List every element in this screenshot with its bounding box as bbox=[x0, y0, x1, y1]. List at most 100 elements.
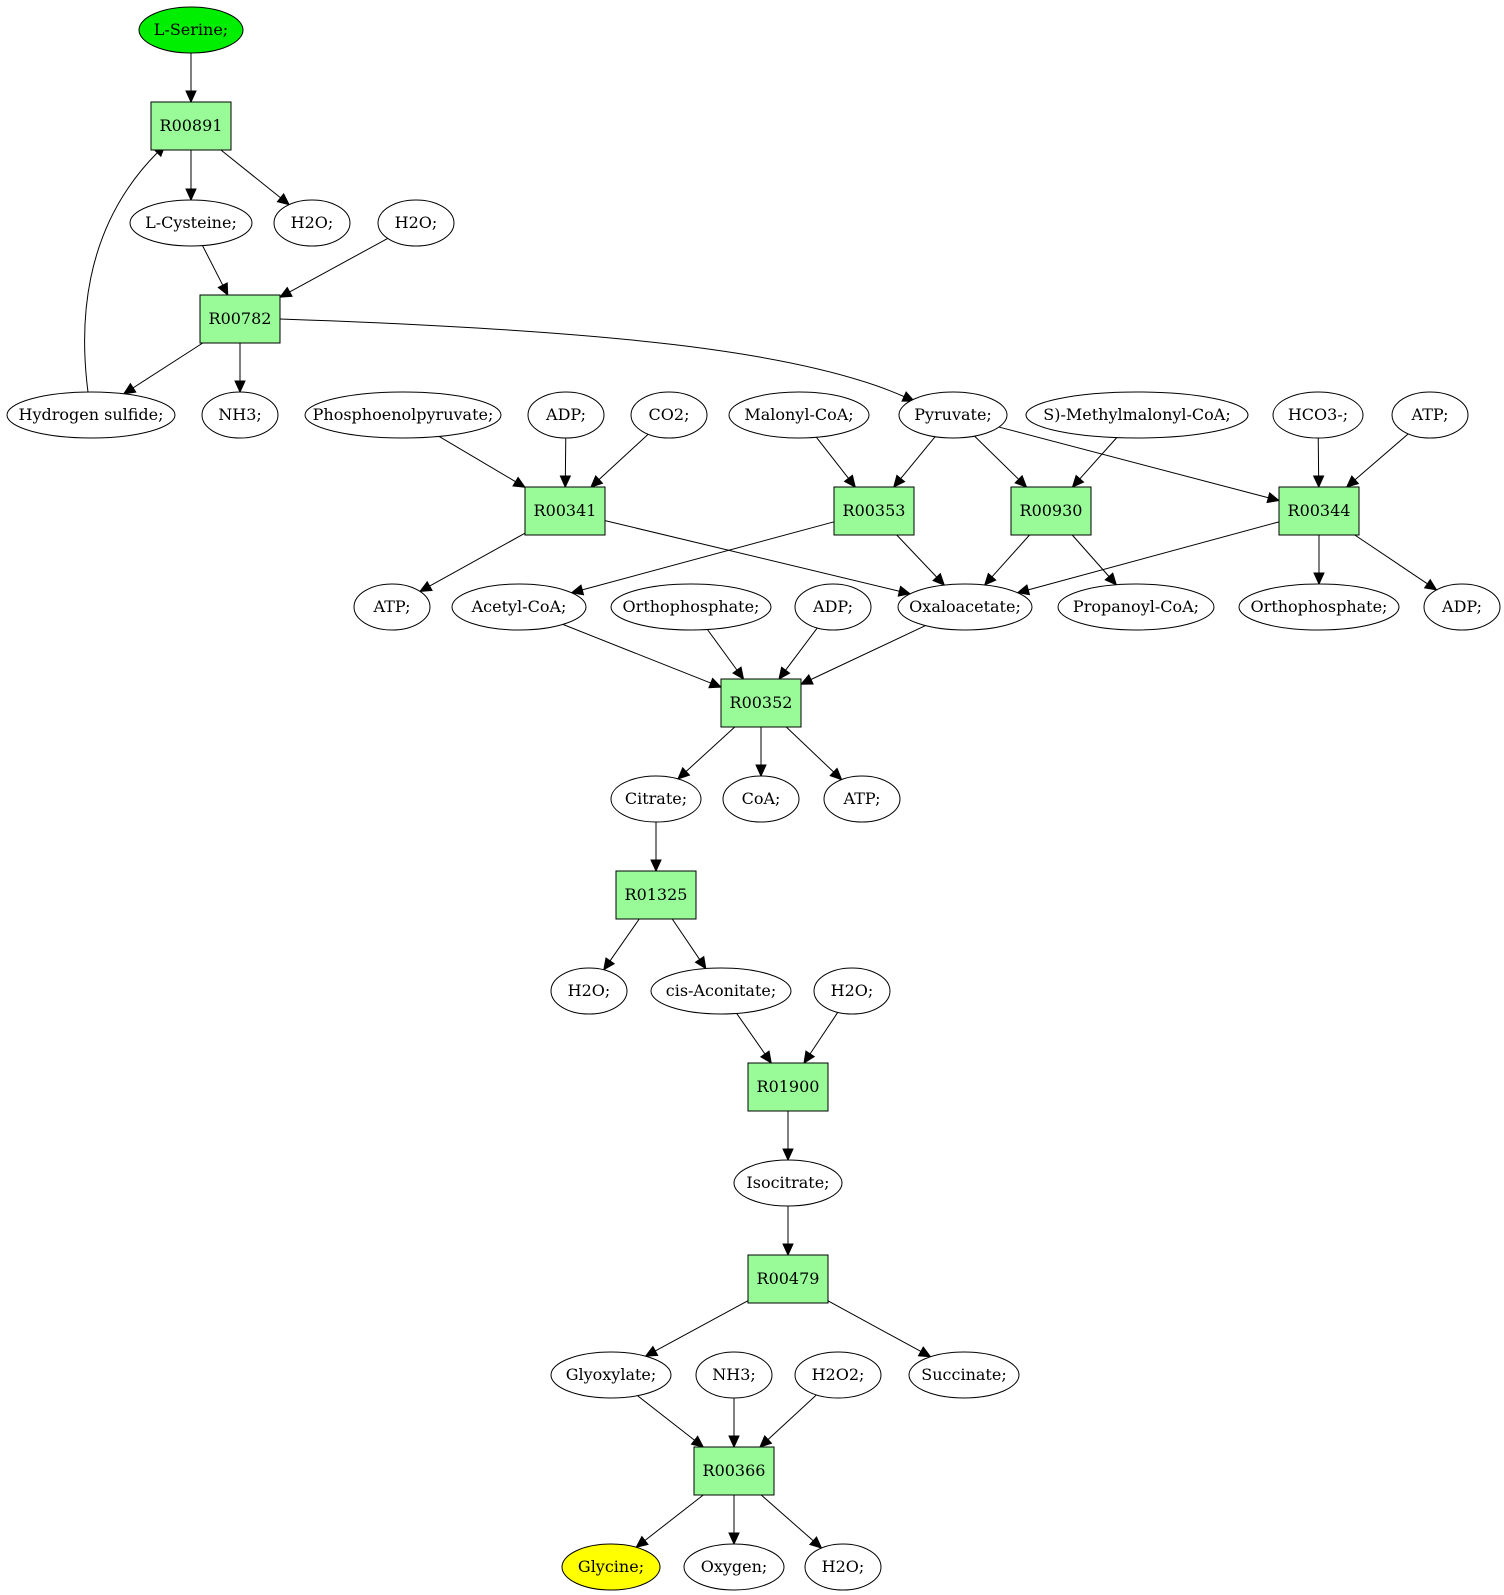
compound-ellipse bbox=[138, 6, 244, 54]
edge-r00341-to-oxaloacetate bbox=[604, 520, 912, 597]
reaction-node-r00891: R00891 bbox=[150, 101, 232, 151]
compound-ellipse bbox=[610, 775, 702, 823]
reaction-box bbox=[833, 486, 915, 536]
edge-r00782-to-nh3_1 bbox=[234, 343, 246, 394]
compound-node-pyruvate: Pyruvate; bbox=[898, 391, 1008, 439]
node-label: H2O; bbox=[568, 981, 611, 1000]
compound-node-h2o_3: H2O; bbox=[550, 967, 628, 1015]
edge-r00782-to-pyruvate bbox=[279, 318, 916, 402]
edge-r00352-to-atp_3 bbox=[785, 726, 843, 781]
edge-r00891-to-cysteine bbox=[185, 150, 197, 202]
edge-r00344-to-ortho_2 bbox=[1313, 535, 1325, 586]
reaction-node-r00479: R00479 bbox=[747, 1254, 829, 1304]
reaction-box bbox=[693, 1446, 775, 1496]
node-label: ADP; bbox=[1441, 597, 1482, 616]
compound-node-co2: CO2; bbox=[630, 391, 708, 439]
edge-cysteine-to-r00782 bbox=[202, 245, 229, 297]
node-label: R00341 bbox=[534, 501, 597, 520]
edge-r00353-to-acetylcoa bbox=[570, 521, 835, 596]
compound-ellipse bbox=[610, 583, 772, 631]
edge-r00930-to-propanoyl bbox=[1071, 534, 1118, 586]
edge-adp_2-to-r00352 bbox=[778, 627, 818, 680]
reaction-box bbox=[747, 1062, 829, 1112]
compound-ellipse bbox=[630, 391, 708, 439]
compound-node-h2o_2: H2O; bbox=[377, 199, 455, 247]
edge-r00344-to-oxaloacetate bbox=[1016, 521, 1280, 596]
compound-ellipse bbox=[823, 775, 901, 823]
edge-r00353-to-oxaloacetate bbox=[896, 534, 946, 587]
edge-r00366-to-h2o_5 bbox=[760, 1494, 823, 1549]
edge-adp_1-to-r00341 bbox=[559, 437, 572, 489]
node-label: R00891 bbox=[160, 116, 223, 135]
node-label: R00352 bbox=[730, 693, 793, 712]
reaction-box bbox=[150, 101, 232, 151]
compound-node-nh3_1: NH3; bbox=[201, 391, 279, 439]
node-label: Isocitrate; bbox=[746, 1173, 829, 1192]
compound-ellipse bbox=[650, 967, 792, 1015]
compound-node-glycine: Glycine; bbox=[561, 1543, 661, 1591]
reaction-node-r00366: R00366 bbox=[693, 1446, 775, 1496]
node-label: R00366 bbox=[703, 1461, 766, 1480]
compound-node-cysteine: L-Cysteine; bbox=[129, 199, 253, 247]
reaction-box bbox=[524, 486, 606, 536]
edge-h2s-to-r00891 bbox=[84, 144, 166, 393]
edge-malonyl-to-r00353 bbox=[816, 436, 856, 488]
edge-r01325-to-cisaconitate bbox=[671, 918, 707, 970]
compound-node-h2o_5: H2O; bbox=[804, 1543, 882, 1591]
edge-r01900-to-isocitrate bbox=[782, 1111, 794, 1162]
compound-node-succinate: Succinate; bbox=[908, 1351, 1020, 1399]
compound-ellipse bbox=[273, 199, 351, 247]
node-label: R00353 bbox=[843, 501, 906, 520]
reaction-node-r00352: R00352 bbox=[720, 678, 802, 728]
compound-node-atp_1: ATP; bbox=[1391, 391, 1469, 439]
edge-r00341-to-atp_2 bbox=[418, 532, 526, 593]
reaction-node-r00341: R00341 bbox=[524, 486, 606, 536]
edge-r00352-to-coa bbox=[755, 727, 767, 778]
compound-ellipse bbox=[129, 199, 253, 247]
node-label: Phosphoenolpyruvate; bbox=[313, 405, 494, 424]
node-label: H2O; bbox=[831, 981, 874, 1000]
reaction-node-r00782: R00782 bbox=[199, 294, 281, 344]
reaction-box bbox=[1278, 486, 1360, 536]
compound-node-methylmalonyl: S)-Methylmalonyl-CoA; bbox=[1025, 391, 1249, 439]
node-label: Acetyl-CoA; bbox=[471, 597, 567, 616]
edge-r00891-to-h2o_1 bbox=[220, 149, 291, 206]
compound-ellipse bbox=[804, 1543, 882, 1591]
nodes-layer: L-Serine;R00891L-Cysteine;H2O;H2O;R00782… bbox=[6, 6, 1501, 1591]
edge-r00344-to-adp_3 bbox=[1354, 534, 1438, 591]
compound-ellipse bbox=[561, 1543, 661, 1591]
compound-node-atp_2: ATP; bbox=[353, 583, 431, 631]
edge-r00782-to-h2s bbox=[122, 342, 204, 395]
node-label: Propanoyl-CoA; bbox=[1073, 597, 1199, 616]
compound-ellipse bbox=[201, 391, 279, 439]
compound-ellipse bbox=[794, 1351, 882, 1399]
edge-serine-to-r00891 bbox=[185, 53, 197, 104]
edge-ortho_1-to-r00352 bbox=[707, 629, 745, 680]
node-label: H2O; bbox=[822, 1557, 865, 1576]
edge-isocitrate-to-r00479 bbox=[782, 1206, 794, 1257]
edge-nh3_2-to-r00366 bbox=[728, 1398, 740, 1449]
compound-node-adp_3: ADP; bbox=[1423, 583, 1501, 631]
compound-node-pep: Phosphoenolpyruvate; bbox=[304, 391, 502, 439]
edge-h2o2-to-r00366 bbox=[759, 1394, 817, 1448]
reaction-node-r00344: R00344 bbox=[1278, 486, 1360, 536]
compound-ellipse bbox=[898, 391, 1008, 439]
edge-r00479-to-succinate bbox=[827, 1300, 932, 1358]
edge-methylmalonyl-to-r00930 bbox=[1071, 437, 1118, 488]
node-label: ADP; bbox=[812, 597, 853, 616]
node-label: Oxygen; bbox=[701, 1557, 768, 1576]
node-label: CoA; bbox=[742, 789, 781, 808]
node-label: Orthophosphate; bbox=[1251, 597, 1388, 616]
compound-node-h2s: Hydrogen sulfide; bbox=[6, 391, 176, 439]
edge-co2-to-r00341 bbox=[590, 433, 649, 488]
compound-node-glyoxylate: Glyoxylate; bbox=[550, 1351, 672, 1399]
edge-acetylcoa-to-r00352 bbox=[562, 623, 723, 689]
node-label: Glyoxylate; bbox=[566, 1365, 657, 1384]
edge-r01325-to-h2o_3 bbox=[603, 918, 640, 971]
node-label: H2O; bbox=[291, 213, 334, 232]
reaction-node-r01900: R01900 bbox=[747, 1062, 829, 1112]
compound-ellipse bbox=[733, 1159, 843, 1207]
compound-node-ortho_2: Orthophosphate; bbox=[1238, 583, 1400, 631]
edge-hco3-to-r00344 bbox=[1312, 437, 1325, 489]
node-label: ADP; bbox=[545, 405, 586, 424]
